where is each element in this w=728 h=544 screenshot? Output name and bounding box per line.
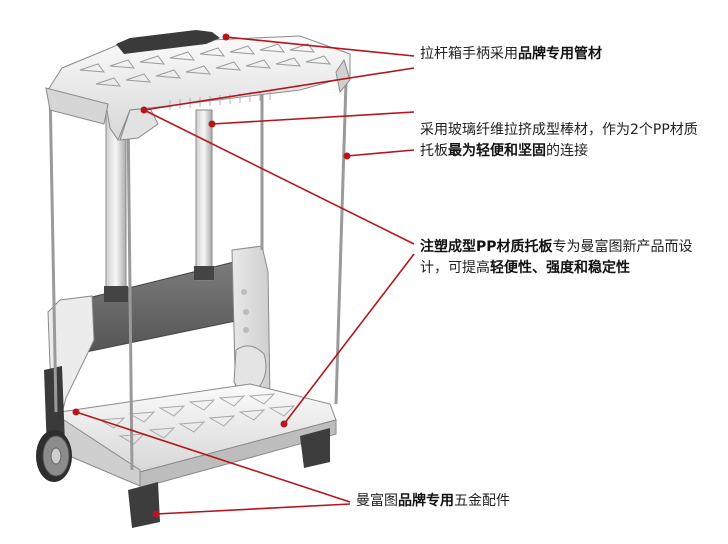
wheel bbox=[36, 366, 72, 482]
callout-hardware-bold: 品牌专用 bbox=[398, 493, 454, 509]
feet-hardware bbox=[128, 428, 330, 528]
fiberglass-rods bbox=[48, 80, 348, 471]
callout-hardware-brand: 曼富图 bbox=[356, 493, 398, 509]
top-plate bbox=[45, 30, 351, 142]
callout-tray-label: 注塑成型PP材质托板专为曼富图新产品而设计，可提高轻便性、强度和稳定性 bbox=[420, 237, 710, 279]
callout-handle-label: 拉杆箱手柄采用品牌专用管材 bbox=[420, 44, 620, 65]
callout-handle-text: 拉杆箱手柄采用 bbox=[420, 46, 518, 62]
callout-rods-tail: 的连接 bbox=[546, 143, 588, 159]
callout-tray-bold-benefits: 轻便性、强度和稳定性 bbox=[490, 260, 630, 276]
callout-hardware-label: 曼富图品牌专用五金配件 bbox=[356, 491, 616, 512]
callout-lines bbox=[75, 36, 415, 515]
callout-tray-bold-title: 注塑成型PP材质托板 bbox=[420, 239, 553, 255]
callout-dots bbox=[72, 33, 351, 518]
lower-tray-side-wall bbox=[231, 245, 271, 409]
callout-handle-bold: 品牌专用管材 bbox=[518, 46, 602, 62]
callout-rods-text: 采用玻璃纤维拉挤成型棒材，作为2个PP材质托板 bbox=[420, 122, 698, 159]
telescopic-handle-tubes bbox=[104, 107, 214, 302]
callout-hardware-tail: 五金配件 bbox=[454, 493, 510, 509]
lower-tray-floor bbox=[59, 383, 337, 489]
callout-rods-bold: 最为轻便和坚固 bbox=[448, 143, 546, 159]
callout-tray-text: 专为曼富图新产品而设计，可提高 bbox=[420, 239, 693, 276]
callout-rods-label: 采用玻璃纤维拉挤成型棒材，作为2个PP材质托板最为轻便和坚固的连接 bbox=[420, 120, 710, 162]
